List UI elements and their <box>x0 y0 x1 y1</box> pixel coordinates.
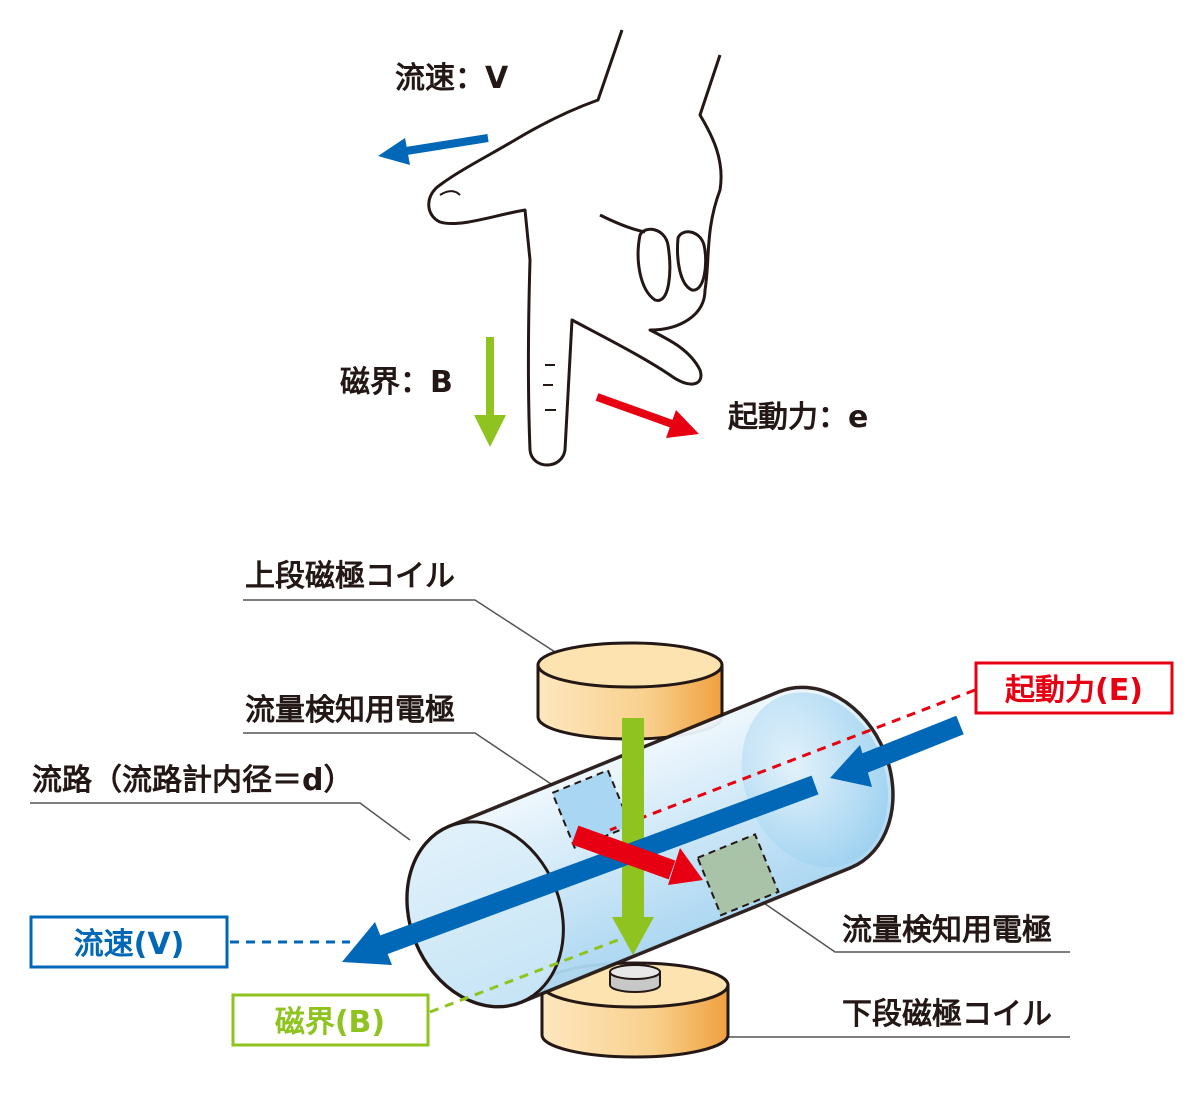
leader-lines <box>30 599 1070 1038</box>
hand-field-arrow <box>474 337 506 447</box>
velocity-box: 流速(V) <box>29 915 229 969</box>
emf-arrow <box>571 825 703 885</box>
hand-emf-arrow <box>595 393 699 438</box>
field-box: 磁界(B) <box>231 993 430 1047</box>
hand-velocity-arrow <box>378 134 489 165</box>
velocity-box-label: 流速(V) <box>74 927 185 962</box>
field-dashed-line <box>429 938 619 1014</box>
hand-emf-label: 起動力：e <box>728 400 868 435</box>
hand-illustration <box>427 29 723 467</box>
emf-dashed-line <box>609 688 976 832</box>
lower-coil-label: 下段磁極コイル <box>842 997 1052 1032</box>
lower-electrode-pin <box>609 964 661 993</box>
velocity-incoming-arrow <box>830 715 964 787</box>
electrode-label-bottom: 流量検知用電極 <box>842 913 1052 948</box>
flow-path-label: 流路（流路計内径＝d） <box>32 763 353 798</box>
hand-velocity-label: 流速：V <box>395 61 509 96</box>
electrode-label-top: 流量検知用電極 <box>245 693 455 728</box>
hand-field-label: 磁界：B <box>340 365 453 400</box>
electrode-bottom <box>696 833 780 917</box>
field-box-label: 磁界(B) <box>275 1005 385 1040</box>
emf-box: 起動力(E) <box>974 661 1174 715</box>
upper-coil-label: 上段磁極コイル <box>245 559 455 594</box>
velocity-arrow <box>342 775 819 965</box>
emf-box-label: 起動力(E) <box>1005 673 1143 708</box>
